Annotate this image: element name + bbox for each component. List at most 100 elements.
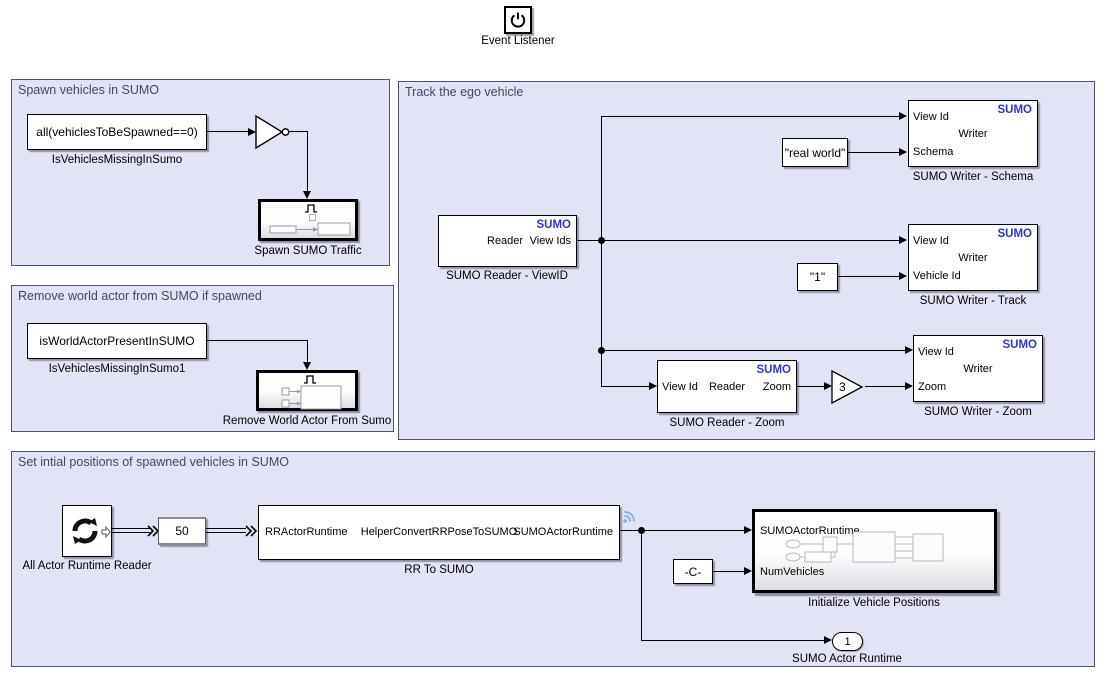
sumo-brand-text: SUMO [997,104,1033,116]
constant-value: "real world" [784,145,846,160]
region-remove-title: Remove world actor from SUMO if spawned [18,289,262,303]
output-port-label: View Ids [529,235,571,247]
arrowhead [905,382,913,390]
block-label: SUMO Writer - Zoom [924,406,1032,418]
arrowhead [899,236,907,244]
input-port-label: SUMOActorRuntime [760,525,860,537]
region-spawn-title: Spawn vehicles in SUMO [18,83,160,97]
gain-block[interactable]: 3 [831,369,865,405]
block-type-text: Writer [958,252,988,264]
input-port-label: View Id [662,381,698,393]
signal-wire [713,571,745,572]
sumo-brand-text: SUMO [997,228,1033,240]
event-listener-block[interactable] [504,6,532,34]
signal-wire [848,152,899,153]
arrowhead [899,272,907,280]
signal-wire [797,386,824,387]
block-label: SUMO Writer - Track [919,295,1027,307]
condition-block-world-actor[interactable]: isWorldActorPresentInSUMO [27,323,207,359]
block-label: SUMO Reader - ViewID [446,270,568,282]
constant-real-world[interactable]: "real world" [782,138,848,167]
constant-value: -C- [684,564,702,579]
signal-wire [207,340,307,341]
subsystem-initialize-vehicle-positions[interactable]: SUMOActorRuntime NumVehicles [752,509,997,593]
signal-wire [577,240,601,241]
sumo-writer-zoom-block[interactable]: SUMO View Id Writer Zoom [913,335,1043,402]
sumo-reader-zoom-block[interactable]: SUMO View Id Reader Zoom [657,360,797,413]
block-type-text: Writer [958,128,988,140]
input-port-label: NumVehicles [760,566,825,578]
output-port-label: Zoom [762,381,791,393]
input-port-label: Zoom [918,381,947,393]
sumo-writer-track-block[interactable]: SUMO View Id Writer Vehicle Id [908,224,1038,291]
signal-wire [641,530,642,641]
input-port-label: View Id [913,235,949,247]
subsystem-spawn-sumo-traffic[interactable] [258,199,358,241]
sumo-writer-schema-block[interactable]: SUMO View Id Writer Schema [908,100,1038,167]
sumo-brand-text: SUMO [536,219,572,231]
arrowhead [744,526,752,534]
rate-value: 50 [175,524,189,538]
trigger-port-icon [305,204,317,213]
rr-to-sumo-block[interactable]: RRActorRuntime HelperConvertRRPoseToSUMO… [258,505,620,560]
not-gate[interactable] [255,114,293,150]
arrowhead [248,128,256,136]
signal-wire [307,340,308,362]
signal-wire [601,116,602,387]
block-label: RR To SUMO [404,564,474,576]
function-name-text: HelperConvertRRPoseToSUMO [360,526,518,538]
input-port-label: Schema [913,146,954,158]
signal-wire [601,386,649,387]
signal-wire [641,640,825,641]
block-type-text: Reader [487,235,524,247]
circular-refresh-icon [72,518,98,544]
arrowhead [899,112,907,120]
arrowhead [303,362,311,370]
bus-wire [206,528,246,533]
gain-value: 3 [839,380,846,394]
block-label: SUMO Writer - Schema [912,171,1034,183]
subsystem-remove-world-actor[interactable] [256,370,358,411]
constant-vehicle-id[interactable]: "1" [797,263,838,291]
signal-logging-badge-icon [623,511,635,523]
all-actor-runtime-reader-block[interactable] [62,505,112,557]
outport-index: 1 [844,635,851,648]
trigger-port-icon [304,375,316,384]
arrowhead [744,567,752,575]
output-port-label: SUMOActorRuntime [513,526,613,538]
condition-block-vehicles-missing[interactable]: all(vehiclesToBeSpawned==0) [27,114,207,150]
sumo-brand-text: SUMO [1002,339,1038,351]
sumo-reader-viewid-block[interactable]: SUMO Reader View Ids [438,215,577,267]
output-arrow-icon [101,525,111,539]
event-listener-label: Event Listener [481,35,555,47]
constant-value: "1" [809,270,826,284]
constant-c-block[interactable]: -C- [673,559,713,584]
block-label: All Actor Runtime Reader [22,560,152,572]
signal-wire [838,276,899,277]
signal-wire [601,240,899,241]
signal-wire [601,350,905,351]
region-spawn-vehicles[interactable]: Spawn vehicles in SUMO [11,79,390,266]
condition-block-label: IsVehiclesMissingInSumo1 [48,363,186,375]
outport-sumo-actor-runtime[interactable]: 1 [832,632,863,651]
trigger-port-marker [309,214,316,221]
arrowhead [303,191,311,199]
arrowhead [824,636,832,644]
input-port-label: RRActorRuntime [265,526,348,538]
rate-block[interactable]: 50 [158,517,206,545]
block-type-text: Writer [963,363,993,375]
block-label: SUMO Actor Runtime [792,653,902,665]
bus-arrowhead [245,525,258,537]
condition-expression: isWorldActorPresentInSUMO [39,334,195,348]
junction-dot [598,237,605,244]
subsystem-thumbnail-icon [269,222,351,236]
block-label: Initialize Vehicle Positions [808,597,940,609]
junction-dot [598,347,605,354]
region-init-title: Set intial positions of spawned vehicles… [18,455,289,469]
subsystem-label: Spawn SUMO Traffic [254,245,362,257]
signal-wire [289,131,307,132]
arrowhead [824,382,832,390]
block-type-text: Reader [708,381,746,393]
input-port-label: View Id [918,346,954,358]
